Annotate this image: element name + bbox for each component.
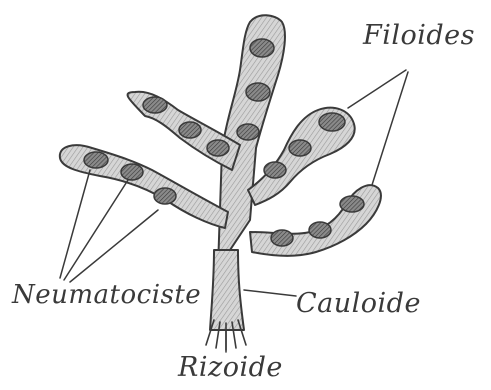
- label-cauloide: Cauloide: [296, 288, 421, 319]
- label-neumatocisto: Neumatociste: [12, 280, 201, 310]
- label-filoides: Filoides: [363, 20, 475, 51]
- pointer-neumato-3: [70, 210, 158, 282]
- label-rizoide: Rizoide: [178, 352, 283, 383]
- pointer-cauloide: [244, 290, 296, 296]
- pointer-filoides-1: [348, 70, 406, 108]
- cauloide-stalk: [210, 250, 244, 330]
